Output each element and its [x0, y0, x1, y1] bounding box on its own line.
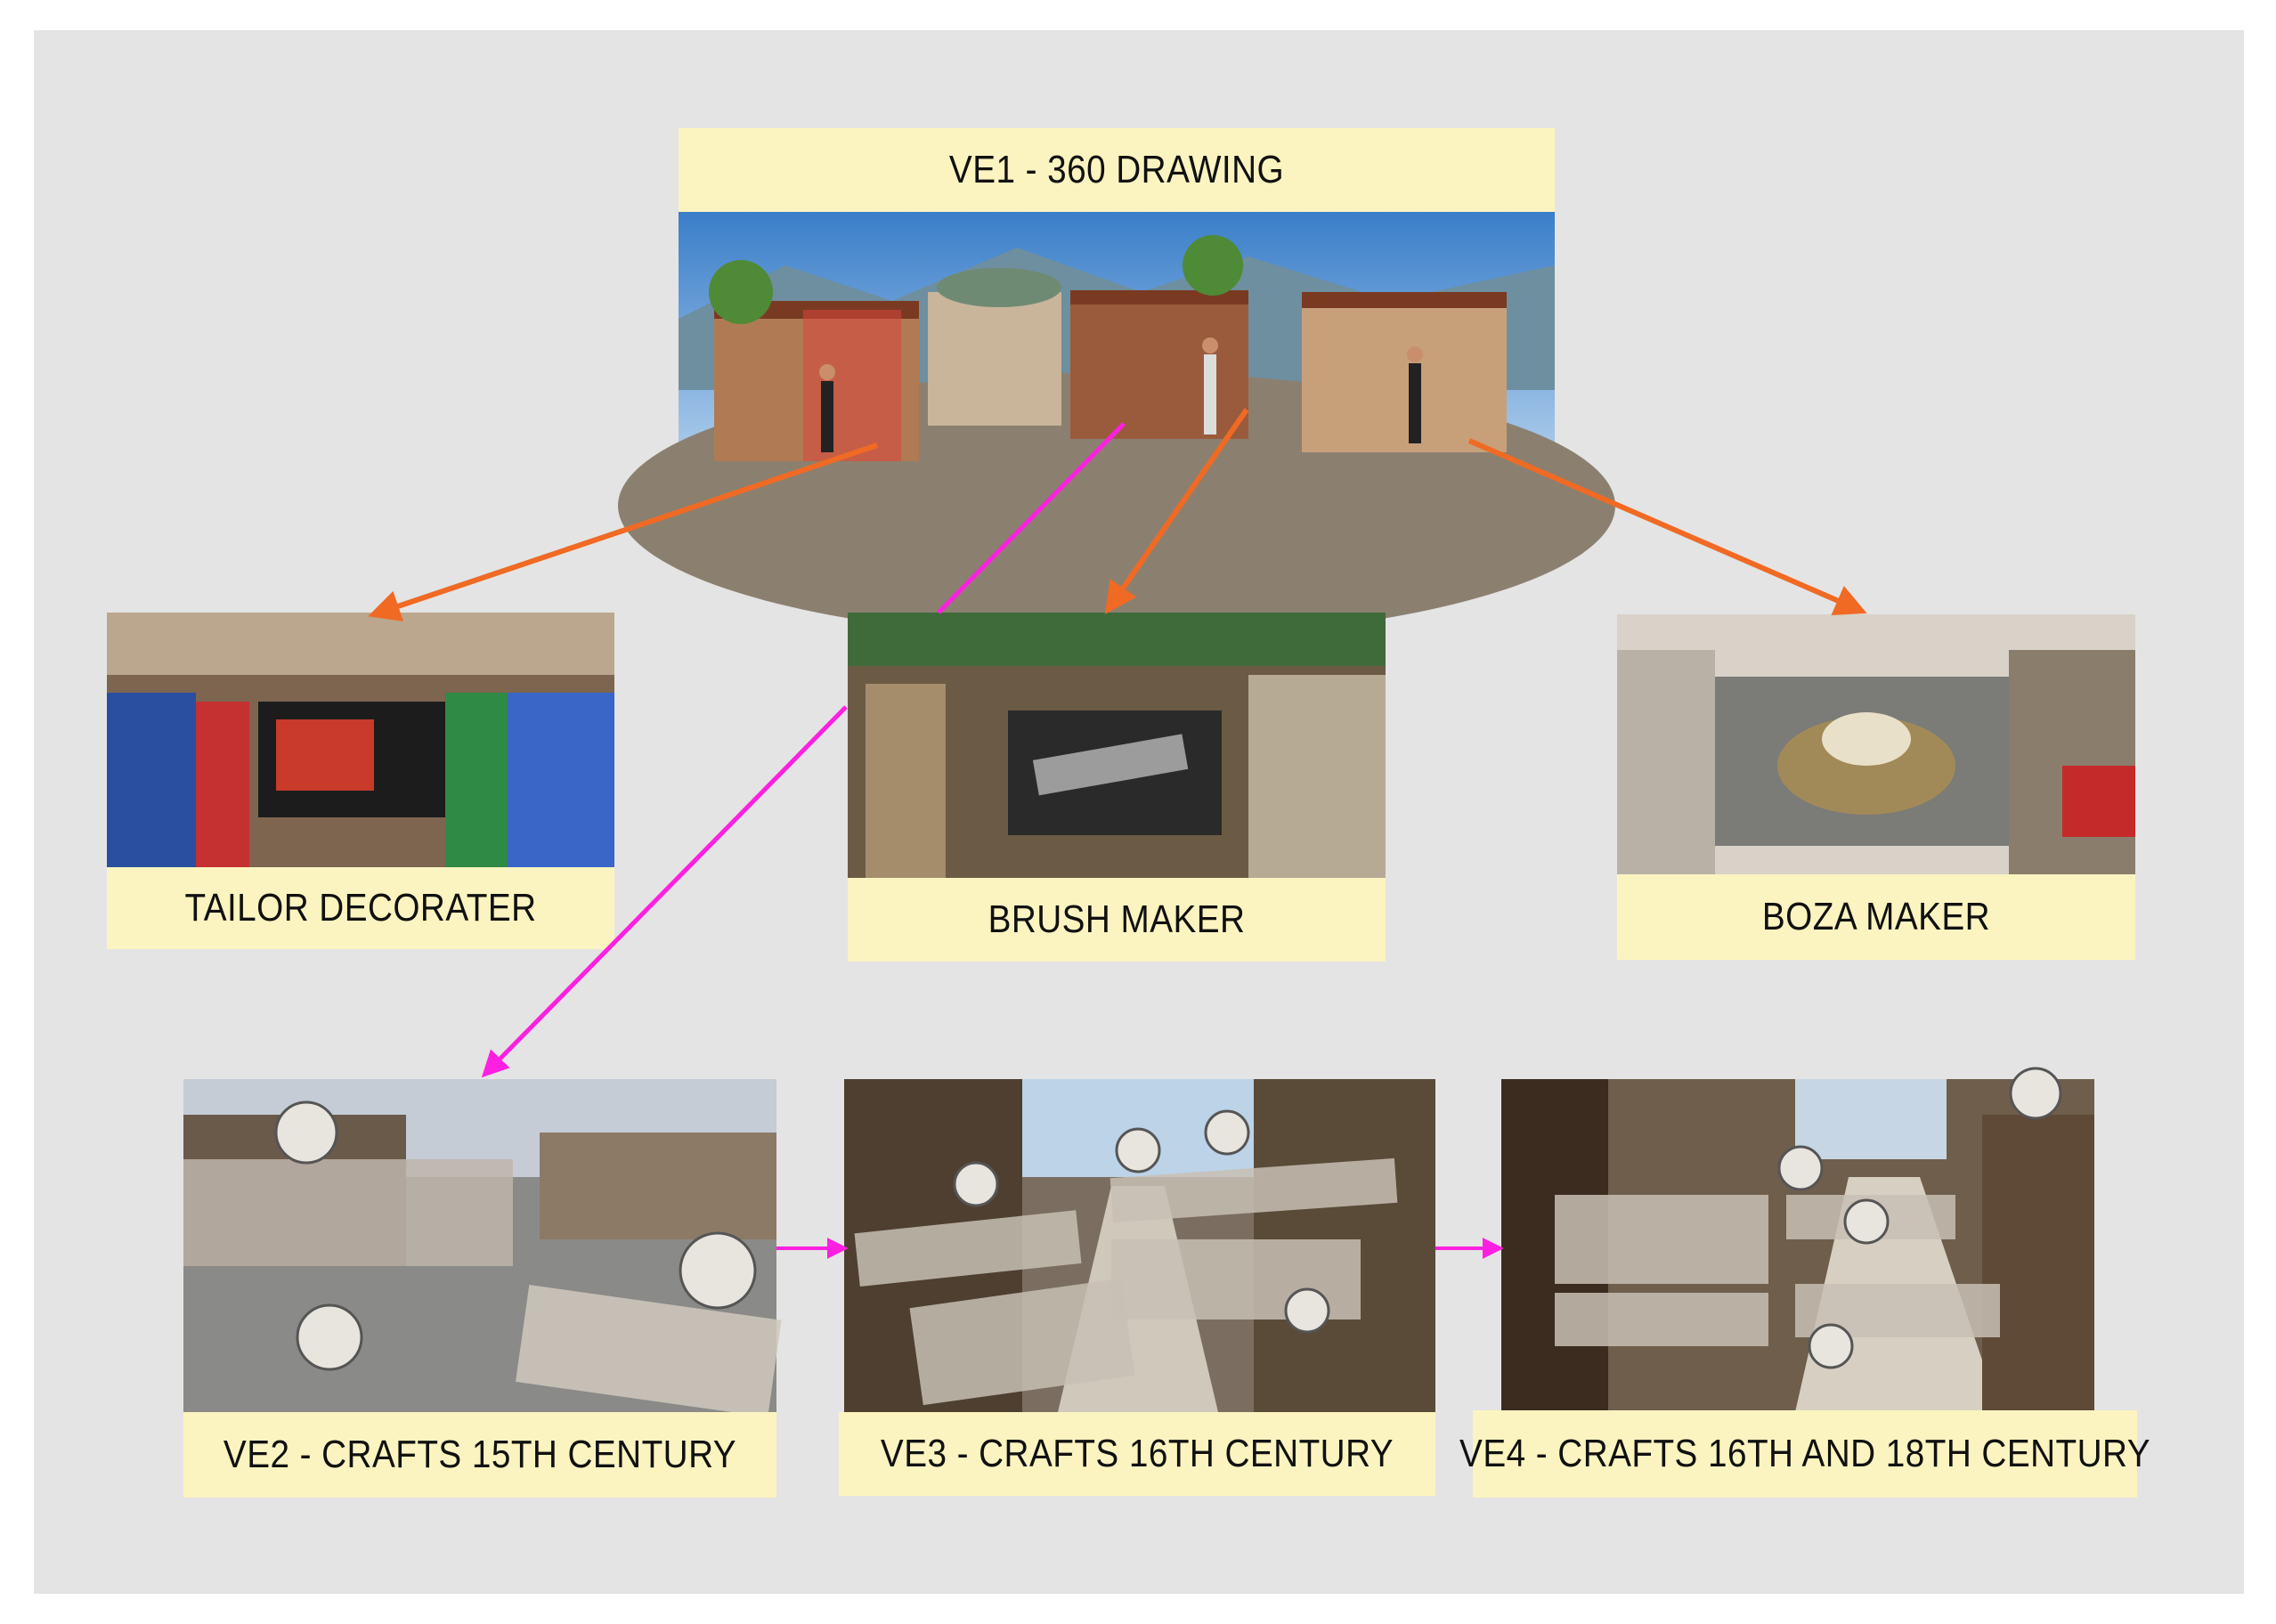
boza-thumbnail: [1617, 614, 2135, 874]
ve3-label-box: VE3 - CRAFTS 16TH CENTURY: [839, 1412, 1435, 1496]
ve3-thumbnail: [844, 1079, 1435, 1412]
tailor-label: TAILOR DECORATER: [184, 886, 537, 930]
ve1-panorama-image: [618, 212, 1615, 639]
ve4-label-box: VE4 - CRAFTS 16TH AND 18TH CENTURY: [1459, 1410, 2150, 1498]
tailor-thumbnail: [107, 613, 614, 867]
tailor-label-box: TAILOR DECORATER: [107, 867, 614, 949]
boza-label: BOZA MAKER: [1761, 895, 1991, 938]
brush-label: BRUSH MAKER: [988, 897, 1246, 941]
brush-label-box: BRUSH MAKER: [848, 878, 1386, 962]
boza-label-box: BOZA MAKER: [1617, 874, 2135, 960]
ve2-thumbnail: [183, 1079, 782, 1417]
ve3-label: VE3 - CRAFTS 16TH CENTURY: [880, 1432, 1394, 1475]
ve2-label: VE2 - CRAFTS 15TH CENTURY: [223, 1433, 737, 1476]
ve2-label-box: VE2 - CRAFTS 15TH CENTURY: [183, 1412, 776, 1498]
ve1-label-box: VE1 - 360 DRAWING: [679, 128, 1555, 212]
brush-thumbnail: [848, 613, 1386, 878]
ve4-label: VE4 - CRAFTS 16TH AND 18TH CENTURY: [1459, 1432, 2150, 1475]
ve1-label: VE1 - 360 DRAWING: [948, 148, 1285, 191]
ve4-thumbnail: [1501, 1067, 2094, 1412]
